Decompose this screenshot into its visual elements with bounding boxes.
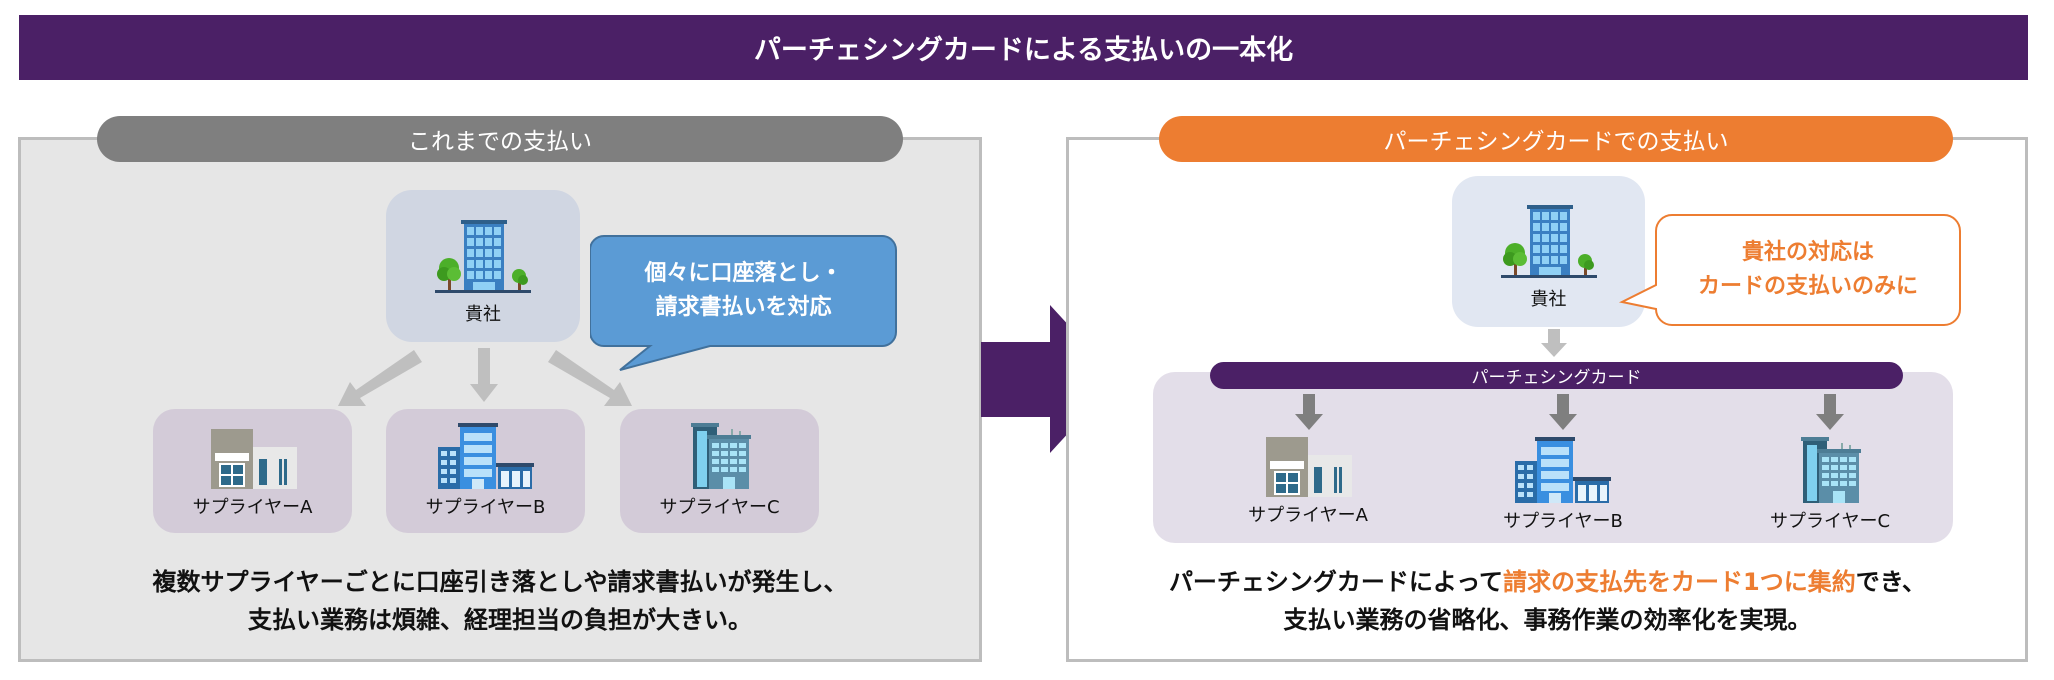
supplier-label: サプライヤーB bbox=[1503, 511, 1623, 532]
company-label: 貴社 bbox=[465, 304, 501, 325]
supplier-box-a-before: サプライヤーA bbox=[153, 409, 352, 533]
callout-text-after: 貴社の対応は カードの支払いのみに bbox=[1697, 240, 1918, 299]
panel-after-header: パーチェシングカードでの支払い bbox=[1159, 116, 1953, 162]
down-arrow-icon bbox=[1295, 394, 1323, 430]
purchasing-card-bar: パーチェシングカード bbox=[1210, 362, 1903, 389]
supplier-c-after: サプライヤーC bbox=[1740, 437, 1920, 533]
caption-before: 複数サプライヤーごとに口座引き落としや請求書払いが発生し、 支払い業務は煩雑、経… bbox=[152, 568, 848, 634]
shop-building-icon bbox=[1266, 437, 1352, 497]
office-complex-icon bbox=[437, 423, 534, 489]
supplier-b-after: サプライヤーB bbox=[1473, 437, 1653, 533]
down-arrow-icon bbox=[1541, 329, 1567, 357]
caption-after-line2: 支払い業務の省略化、事務作業の効率化を実現。 bbox=[1283, 606, 1812, 634]
distribution-arrows bbox=[338, 348, 632, 406]
supplier-box-c-before: サプライヤーC bbox=[620, 409, 819, 533]
tower-building-icon bbox=[690, 423, 751, 489]
arrow-to-supplier-a bbox=[338, 350, 422, 406]
caption-highlight: 請求の支払先をカード1つに集約 bbox=[1503, 568, 1856, 596]
supplier-box-b-before: サプライヤーB bbox=[386, 409, 585, 533]
callout-bubble-after bbox=[1618, 214, 1961, 326]
supplier-label: サプライヤーC bbox=[1769, 511, 1891, 532]
caption-after-line1: パーチェシングカードによって請求の支払先をカード1つに集約でき、 bbox=[1168, 568, 1927, 596]
company-box-after: 貴社 bbox=[1452, 176, 1645, 327]
arrow-to-supplier-c bbox=[548, 350, 632, 406]
office-building-icon bbox=[1500, 205, 1597, 278]
company-box-before: 貴社 bbox=[386, 190, 580, 342]
company-label: 貴社 bbox=[1530, 289, 1567, 310]
office-building-icon bbox=[435, 220, 531, 293]
tower-building-icon bbox=[1801, 437, 1861, 503]
down-arrow-icon bbox=[1549, 394, 1577, 430]
callout-bubble-before bbox=[590, 235, 897, 371]
office-complex-icon bbox=[1515, 437, 1611, 503]
panel-before-header: これまでの支払い bbox=[97, 116, 903, 162]
supplier-label: サプライヤーA bbox=[192, 497, 313, 518]
down-arrow-icon bbox=[1816, 394, 1844, 430]
supplier-a-after: サプライヤーA bbox=[1218, 437, 1398, 527]
supplier-label: サプライヤーB bbox=[425, 497, 546, 518]
caption-after: パーチェシングカードによって請求の支払先をカード1つに集約でき、 支払い業務の省… bbox=[1080, 563, 2015, 639]
arrow-to-supplier-b bbox=[470, 348, 498, 402]
page-title: パーチェシングカードによる支払いの一本化 bbox=[19, 15, 2028, 80]
callout-text-before: 個々に口座落とし・ 請求書払いを対応 bbox=[644, 261, 843, 320]
shop-building-icon bbox=[210, 429, 297, 489]
supplier-label: サプライヤーA bbox=[1248, 505, 1368, 526]
supplier-label: サプライヤーC bbox=[659, 497, 780, 518]
